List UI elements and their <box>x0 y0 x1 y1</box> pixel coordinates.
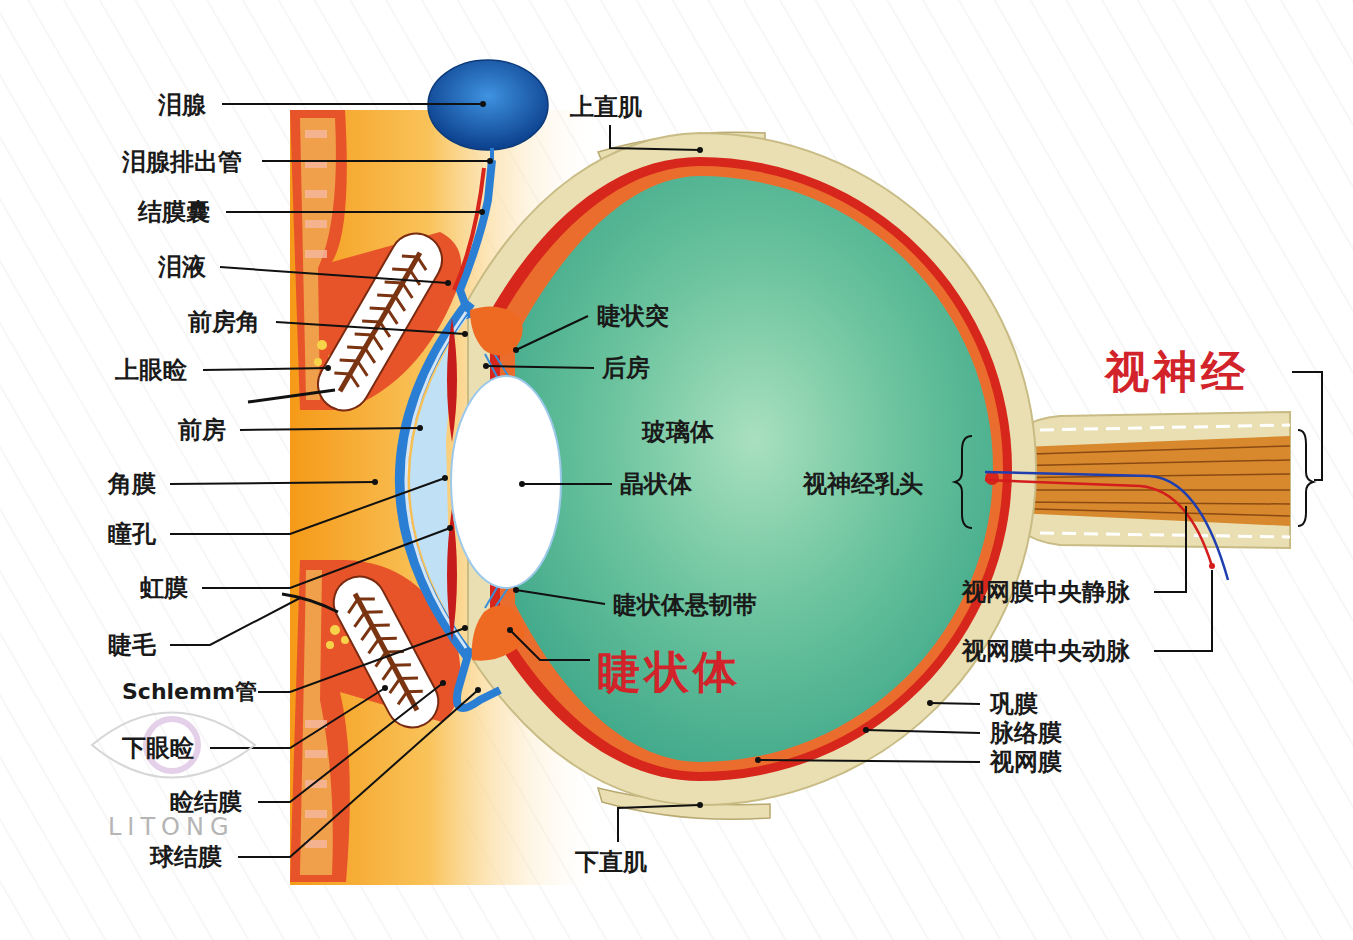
conjunctiva <box>460 160 492 318</box>
part-label: 视网膜中央动脉 <box>962 637 1130 666</box>
iris <box>447 318 457 442</box>
part-label: 睫毛 <box>108 631 156 660</box>
retina <box>500 166 1003 772</box>
part-label: 瞳孔 <box>108 520 156 549</box>
highlight-label: 视神经 <box>1105 346 1249 399</box>
part-label: 前房角 <box>188 308 260 337</box>
skin-layer <box>300 570 333 875</box>
part-label: 下直肌 <box>575 848 647 877</box>
part-label: 结膜囊 <box>138 198 210 227</box>
lens <box>451 376 561 588</box>
leader-dots <box>325 101 933 808</box>
part-label: 晶状体 <box>620 470 692 499</box>
part-label: Schlemm管 <box>122 679 257 705</box>
brace <box>1298 430 1313 526</box>
eyelash <box>248 390 335 402</box>
part-label: 后房 <box>602 354 650 383</box>
part-label: 前房 <box>178 416 226 445</box>
conjunctiva-red <box>454 168 484 290</box>
part-label: 脉络膜 <box>990 719 1062 748</box>
part-label: 下眼睑 <box>122 734 194 763</box>
part-label: 视网膜 <box>990 748 1062 777</box>
part-label: 虹膜 <box>140 574 188 603</box>
part-label: 巩膜 <box>990 690 1038 719</box>
part-label: 上眼睑 <box>115 356 187 385</box>
part-label: 视神经乳头 <box>803 470 923 499</box>
part-label: 视网膜中央静脉 <box>962 578 1130 607</box>
vitreous <box>515 176 993 762</box>
part-label: 玻璃体 <box>642 418 714 447</box>
watermark-eye <box>92 713 255 778</box>
brace <box>955 436 972 528</box>
part-label: 角膜 <box>108 470 156 499</box>
part-label: 泪腺排出管 <box>122 148 242 177</box>
nerve-sheath-marks <box>1040 425 1290 537</box>
watermark: LITONG <box>108 813 235 842</box>
ciliary-body <box>470 306 523 355</box>
part-label: 泪液 <box>158 253 206 282</box>
ciliary-body <box>472 605 525 660</box>
central-vein <box>985 472 1228 580</box>
part-label: 球结膜 <box>150 843 222 872</box>
part-label: 睑结膜 <box>170 788 242 817</box>
nerve-fiber-lines <box>1000 446 1290 516</box>
part-label: 上直肌 <box>570 93 642 122</box>
part-label: 睫状突 <box>597 302 669 331</box>
choroid <box>490 157 1012 781</box>
highlight-label: 睫状体 <box>597 646 741 699</box>
skin-cells <box>305 130 327 848</box>
vessel-end <box>1209 563 1215 569</box>
part-label: 泪腺 <box>158 91 206 120</box>
part-label: 睫状体悬韧带 <box>613 591 757 620</box>
leader-lines <box>170 104 1322 857</box>
central-artery <box>985 480 1212 566</box>
